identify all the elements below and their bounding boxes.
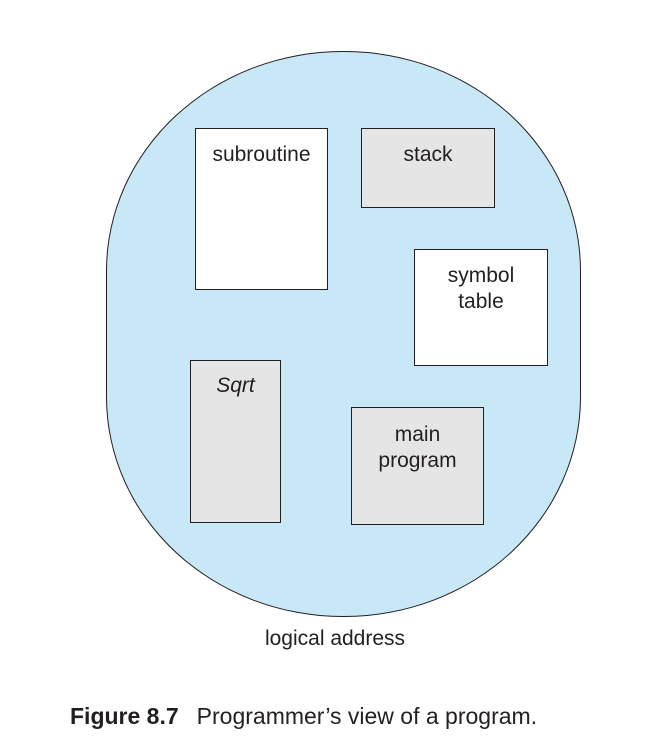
- figure-number: Figure 8.7: [70, 703, 179, 729]
- segment-sqrt-label: Sqrt: [216, 374, 255, 397]
- segment-subroutine-label: subroutine: [212, 143, 311, 166]
- segment-main-program: main program: [351, 407, 484, 525]
- segment-sqrt: Sqrt: [190, 360, 281, 523]
- segment-symbol-table: symbol table: [414, 249, 548, 366]
- region-label: logical address: [264, 627, 406, 650]
- figure-caption-text: Programmer’s view of a program.: [196, 703, 538, 729]
- figure-caption: Figure 8.7 Programmer’s view of a program…: [70, 703, 537, 730]
- segment-subroutine: subroutine: [195, 128, 328, 290]
- segment-stack-label: stack: [403, 143, 453, 166]
- segment-main-program-label: main program: [378, 423, 457, 472]
- segment-stack: stack: [361, 128, 495, 208]
- segment-symbol-table-label: symbol table: [447, 264, 515, 313]
